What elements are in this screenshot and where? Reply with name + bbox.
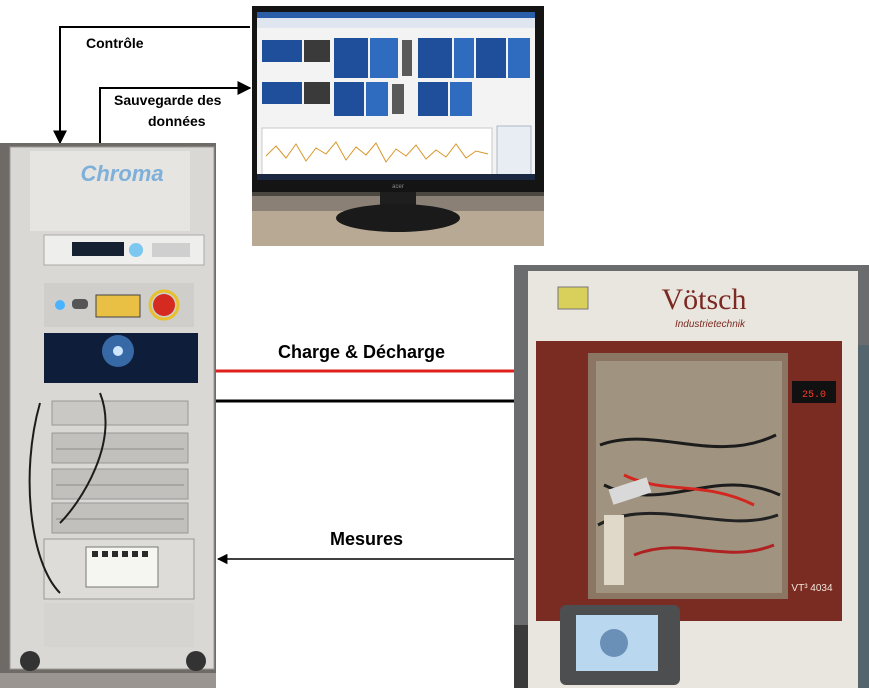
measures-label: Mesures bbox=[330, 529, 404, 549]
control-label: Contrôle bbox=[86, 35, 144, 51]
control-arrow bbox=[53, 26, 250, 145]
chamber-display: 25.0 bbox=[802, 390, 826, 401]
monitor-brand: acer bbox=[392, 184, 404, 190]
chamber-model: VT³ 4034 bbox=[791, 583, 833, 594]
save-data-arrow bbox=[99, 81, 252, 143]
save-data-label-line1: Sauvegarde des bbox=[114, 92, 222, 108]
votsch-chamber-photo: Vötsch Industrietechnik 25.0 VT³ 4034 bbox=[514, 265, 869, 688]
save-data-label-line2: données bbox=[148, 113, 206, 129]
monitor-photo: acer bbox=[252, 6, 544, 246]
chamber-brand: Vötsch bbox=[662, 283, 747, 316]
chamber-subtitle: Industrietechnik bbox=[675, 319, 746, 330]
charge-discharge-label: Charge & Décharge bbox=[278, 342, 446, 362]
chroma-cabinet-photo: Chroma bbox=[0, 143, 216, 688]
cycler-brand: Chroma bbox=[80, 161, 163, 186]
